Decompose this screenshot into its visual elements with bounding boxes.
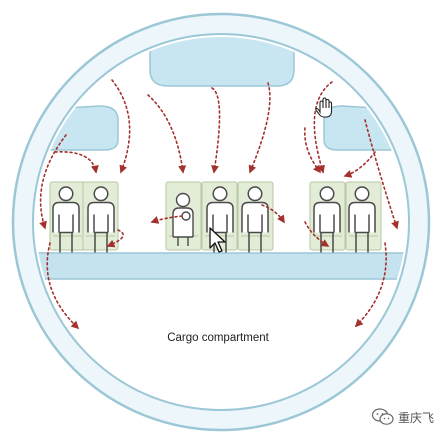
airflow-arrow (304, 221, 330, 247)
ceiling-panel (149, 37, 295, 87)
airflow-arrow (354, 242, 387, 328)
airflow-arrow (46, 242, 80, 330)
airflow-arrow (364, 119, 399, 230)
hand-cursor-icon (315, 97, 333, 118)
watermark: 重庆飞 (371, 407, 434, 427)
cabin-floor (36, 252, 406, 280)
airflow-arrow (343, 151, 376, 178)
wechat-icon (371, 408, 394, 425)
watermark-text: 重庆飞 (397, 410, 434, 425)
passenger (348, 186, 376, 253)
airflow-arrow (313, 81, 333, 174)
airflow-arrow (211, 87, 221, 174)
child-passenger (172, 192, 194, 246)
airflow-arrow (303, 127, 321, 174)
airflow-arrow (39, 134, 67, 230)
passenger (52, 186, 80, 253)
airflow-arrow (106, 229, 124, 248)
airflow-arrow (54, 151, 99, 174)
arrow-cursor-icon (209, 227, 226, 253)
airflow-arrow (147, 94, 187, 174)
passenger (206, 186, 234, 253)
airflow-arrow (248, 82, 271, 174)
airflow-arrow (261, 204, 285, 224)
airflow-arrow (111, 79, 131, 174)
cargo-compartment-label: Cargo compartment (167, 332, 269, 344)
baby-head (181, 211, 191, 221)
airflow-arrows (39, 79, 399, 330)
airflow-arrow (150, 215, 183, 224)
passenger (87, 186, 115, 253)
passenger (241, 186, 269, 253)
passenger (313, 186, 341, 253)
passengers (52, 186, 376, 253)
